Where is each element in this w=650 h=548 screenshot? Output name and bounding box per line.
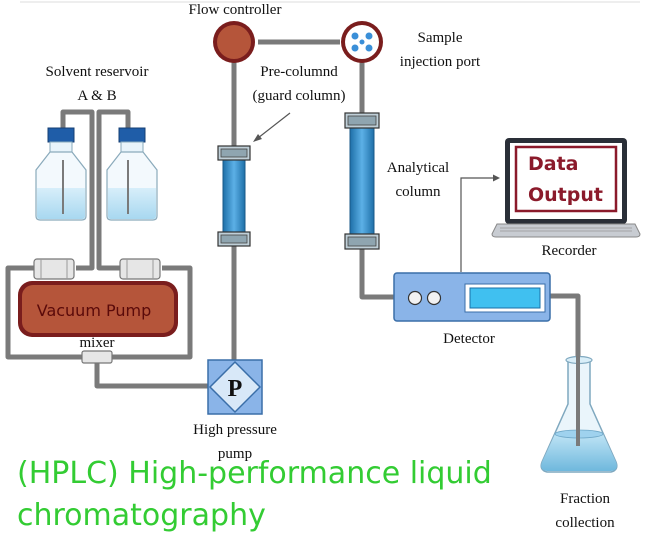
pre-column-label: Pre-columnd (guard column): [252, 64, 346, 104]
degasser-connector-left: [33, 258, 75, 280]
precolumn-pointer-line: [257, 112, 291, 139]
degasser-connector-right: [119, 258, 161, 280]
sample-injection-port-label: Sample injection port: [399, 30, 481, 70]
precolumn-pointer-head: [253, 134, 262, 142]
mixer-label: mixer: [79, 335, 115, 351]
detector-knob-2: [426, 290, 442, 306]
detector-screen: [469, 287, 541, 309]
tube-loop-left: [5, 265, 82, 360]
detector-knob-1: [407, 290, 423, 306]
detector-label: Detector: [443, 331, 495, 347]
data-output-line1: Data: [528, 153, 579, 175]
high-pressure-pump-label: High pressure pump: [193, 422, 277, 462]
sample-injection-port: [341, 21, 383, 63]
pump-diamond-icon: [208, 360, 262, 414]
reservoir-bottle-b: [106, 127, 158, 221]
flow-controller: [217, 25, 251, 59]
data-output-box: [514, 145, 618, 213]
tube-loop-right: [112, 265, 193, 360]
vacuum-pump-label: Vacuum Pump: [37, 301, 152, 320]
pre-column: [217, 145, 251, 247]
tube-detector-to-fraction: [548, 293, 581, 372]
analytical-column: [344, 112, 380, 250]
mixer: [81, 350, 113, 364]
title-line2: chromatography: [17, 498, 266, 533]
vacuum-pump: [22, 285, 174, 333]
analytical-column-label: Analytical column: [386, 160, 450, 200]
flow-controller-label: Flow controller: [188, 2, 282, 18]
tube-mixer-to-pump: [94, 363, 210, 389]
pump-symbol: P: [228, 376, 243, 402]
solvent-reservoir-label: Solvent reservoir A & B: [45, 64, 149, 104]
fraction-collection-label: Fraction collection: [555, 491, 615, 531]
data-output-line2: Output: [528, 184, 603, 206]
detector-to-recorder-line: [460, 177, 496, 272]
tube-column-to-detector: [359, 248, 397, 300]
recorder-arrow-head: [493, 174, 500, 182]
recorder-label: Recorder: [541, 243, 597, 259]
reservoir-bottle-a: [35, 127, 87, 221]
title-line1: (HPLC) High-performance liquid: [17, 456, 492, 491]
